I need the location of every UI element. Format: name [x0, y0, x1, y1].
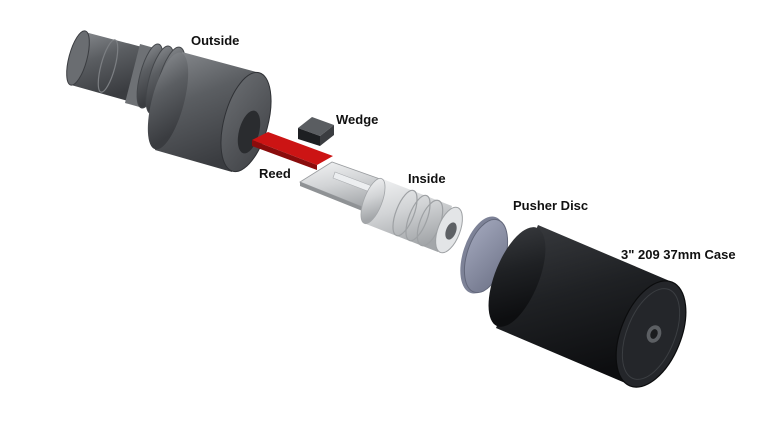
case-part: [488, 225, 687, 388]
reed-part: [252, 132, 333, 170]
inside-part: [299, 161, 463, 254]
label-pusher-disc: Pusher Disc: [513, 198, 588, 213]
label-outside: Outside: [191, 33, 239, 48]
label-wedge: Wedge: [336, 112, 378, 127]
outside-part: [66, 30, 272, 173]
wedge-part: [298, 117, 334, 146]
label-case: 3" 209 37mm Case: [621, 247, 736, 262]
label-reed: Reed: [259, 166, 291, 181]
label-inside: Inside: [408, 171, 446, 186]
